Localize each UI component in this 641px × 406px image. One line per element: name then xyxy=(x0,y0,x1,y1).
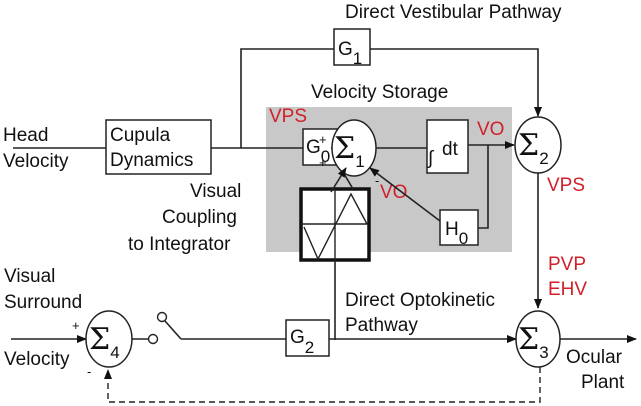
g0-label: G0 xyxy=(306,137,330,166)
visual-surround-label-2: Surround xyxy=(4,292,82,313)
g1-block xyxy=(333,28,371,66)
sum1-sigma: Σ1 xyxy=(334,131,365,171)
branch-to-g1-wire xyxy=(240,48,334,148)
visual-coupling-label-2: Coupling xyxy=(162,207,237,228)
integrator-label: dt xyxy=(442,139,459,160)
sum1-plus-bottom: + xyxy=(319,155,327,170)
eye-feedback-dashed-wire xyxy=(104,367,541,403)
vps-left-annotation: VPS xyxy=(269,106,307,127)
cupula-dynamics-block xyxy=(105,119,212,175)
ehv-annotation: EHV xyxy=(548,279,587,300)
ocular-plant-label-1: Ocular xyxy=(566,347,623,368)
h0-to-sum1-wire xyxy=(369,167,441,222)
vo-output-annotation: VO xyxy=(477,119,504,140)
visual-pattern-block xyxy=(299,187,371,262)
head-velocity-label-2: Velocity xyxy=(3,151,69,172)
direct-optokinetic-label-1: Direct Optokinetic xyxy=(345,290,495,311)
g2-label: G2 xyxy=(290,327,314,357)
integrator-symbol: ∫ xyxy=(427,148,435,169)
visual-coupling-label-3: to Integrator xyxy=(128,234,231,255)
sum3-sigma: Σ3 xyxy=(518,322,549,362)
ocular-plant-label-2: Plant xyxy=(581,372,625,393)
pattern-to-sum1-arrow xyxy=(330,167,347,193)
h0-label: H0 xyxy=(445,219,468,248)
vo-feedback-wire xyxy=(478,145,489,229)
direct-vestibular-pathway-title: Direct Vestibular Pathway xyxy=(345,2,562,23)
head-velocity-label-1: Head xyxy=(3,125,48,146)
sum1-plus-top: + xyxy=(319,132,327,147)
visual-surround-label-1: Visual xyxy=(4,266,55,287)
h0-block xyxy=(439,209,479,246)
velocity-storage-title: Velocity Storage xyxy=(311,82,448,103)
direct-optokinetic-label-2: Pathway xyxy=(345,315,418,336)
integrator-block xyxy=(426,119,469,174)
sum4-sigma: Σ4 xyxy=(89,322,120,362)
sum1-minus: - xyxy=(375,173,379,188)
cupula-label-1: Cupula xyxy=(110,125,171,146)
vo-feedback-annotation: VO xyxy=(380,182,407,203)
g1-to-sum2-wire xyxy=(370,48,542,117)
visual-coupling-label-1: Visual xyxy=(190,181,241,202)
switch-contact-lever xyxy=(156,311,168,323)
cupula-label-2: Dynamics xyxy=(110,150,193,171)
vps-right-annotation: VPS xyxy=(547,175,585,196)
g1-label: G1 xyxy=(338,39,362,68)
switch-contact-fixed xyxy=(147,333,159,345)
switch-lever[interactable] xyxy=(164,320,182,340)
sum2-sigma: Σ2 xyxy=(518,128,549,168)
sum4-plus: + xyxy=(72,318,80,333)
g2-block xyxy=(285,319,330,357)
pvp-annotation: PVP xyxy=(548,254,586,275)
sum4-minus: - xyxy=(87,364,91,379)
visual-surround-label-3: Velocity xyxy=(4,349,70,370)
